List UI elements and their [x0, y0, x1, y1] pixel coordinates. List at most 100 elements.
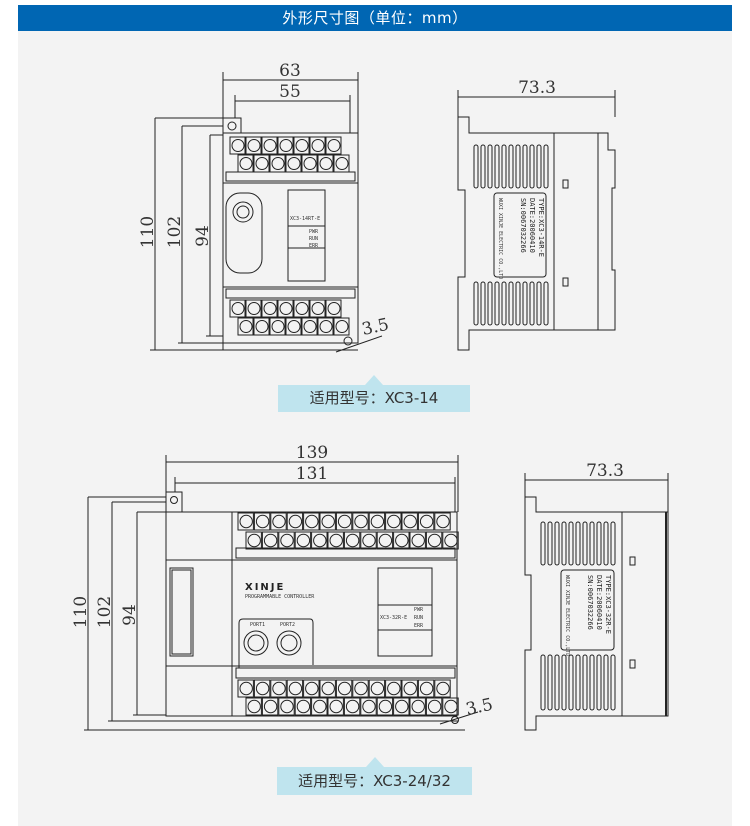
vent-slot: [473, 144, 479, 189]
terminal-cell: [309, 136, 326, 155]
terminal-cell: [303, 679, 320, 698]
terminal-screw-icon: [279, 139, 293, 152]
vent-slot: [603, 654, 609, 711]
vent-slot: [610, 521, 616, 566]
terminal-cell: [409, 697, 426, 716]
terminal-screw-icon: [279, 302, 293, 315]
terminal-cell: [368, 679, 386, 698]
terminal-screw-icon: [427, 533, 442, 548]
terminal-cell: [253, 512, 271, 531]
terminal-screw-icon: [287, 157, 301, 170]
terminal-cell: [385, 512, 402, 531]
terminal-screw-icon: [263, 139, 277, 152]
led-err: ERR: [309, 243, 319, 249]
terminal-cell: [327, 697, 344, 716]
vent-slot: [487, 281, 493, 326]
terminal-cell: [352, 512, 369, 531]
vent-slot: [554, 521, 560, 566]
terminal-cell: [303, 512, 320, 531]
terminal-screw-icon: [337, 514, 352, 529]
led-run: RUN: [309, 236, 318, 242]
terminal-cell: [237, 512, 254, 531]
terminal-cell: [294, 697, 312, 716]
terminal-screw-icon: [239, 320, 253, 333]
led-pwr: PWR: [309, 229, 319, 235]
terminal-screw-icon: [370, 514, 385, 529]
terminal-cell: [277, 136, 294, 155]
vent-slot: [554, 654, 560, 711]
dim-hole: 3.5: [464, 695, 495, 720]
terminal-screw-icon: [255, 157, 269, 170]
terminal-screw-icon: [271, 157, 285, 170]
vent-slot: [589, 521, 595, 566]
terminal-cell: [335, 512, 353, 531]
dim-width-mount: 55: [279, 82, 301, 102]
terminal-cell: [237, 317, 254, 336]
terminal-screw-icon: [362, 699, 376, 714]
terminal-cell: [442, 531, 459, 550]
front-view-xc3-24-32: 139 131 110 102 94 XINJE PROGRAMMABLE CO…: [71, 443, 495, 731]
terminal-screw-icon: [272, 681, 286, 696]
terminal-screw-icon: [427, 699, 442, 714]
terminal-cell: [417, 512, 435, 531]
dim-depth: 73.3: [518, 78, 556, 98]
terminal-label-strip: [235, 547, 456, 559]
terminal-screw-icon: [337, 681, 352, 696]
terminal-screw-icon: [387, 514, 401, 529]
port1-label: PORT1: [250, 622, 265, 628]
terminal-cell: [229, 136, 246, 155]
terminal-screw-icon: [296, 533, 311, 548]
terminal-screw-icon: [411, 533, 425, 548]
model-label: XC3-14RT-E: [290, 216, 320, 222]
terminal-screw-icon: [345, 533, 360, 548]
terminal-cell: [343, 531, 361, 550]
terminal-cell: [277, 299, 294, 318]
dim-width-mount: 131: [296, 464, 328, 484]
terminal-cell: [393, 531, 410, 550]
terminal-screw-icon: [395, 533, 409, 548]
terminal-label-strip: [225, 288, 356, 299]
side-label-date: DATE:20060410: [595, 575, 603, 630]
terminal-screw-icon: [247, 139, 261, 152]
dim-height-mount: 102: [95, 596, 115, 628]
terminal-screw-icon: [419, 681, 434, 696]
terminal-cell: [409, 531, 426, 550]
vent-slot: [494, 281, 500, 326]
vent-slot: [603, 521, 609, 566]
terminal-cell: [376, 531, 394, 550]
terminal-cell: [309, 299, 326, 318]
vent-slot: [522, 281, 528, 326]
vent-slot: [473, 281, 479, 326]
terminal-cell: [301, 317, 318, 336]
dim-height-outer: 110: [71, 596, 91, 628]
dim-depth: 73.3: [586, 461, 624, 481]
terminal-cell: [237, 679, 254, 698]
terminal-screw-icon: [231, 302, 245, 315]
terminal-screw-icon: [296, 699, 311, 714]
terminal-cell: [261, 697, 279, 716]
terminal-screw-icon: [247, 533, 261, 548]
vent-slot: [480, 144, 486, 189]
terminal-cell: [253, 317, 270, 336]
terminal-screw-icon: [288, 681, 303, 696]
dim-height-outer: 110: [138, 216, 158, 248]
terminal-screw-icon: [311, 302, 325, 315]
led-pwr: PWR: [414, 607, 424, 613]
vent-slot: [589, 654, 595, 711]
terminal-screw-icon: [305, 514, 319, 529]
vent-slot: [568, 654, 574, 711]
terminal-screw-icon: [231, 139, 245, 152]
terminal-screw-icon: [255, 681, 270, 696]
terminal-cell: [368, 512, 386, 531]
vent-slot: [547, 654, 553, 711]
terminal-cell: [360, 697, 377, 716]
terminal-screw-icon: [247, 302, 261, 315]
vent-slot: [540, 521, 546, 566]
terminal-cell: [319, 512, 336, 531]
terminal-cell: [425, 531, 443, 550]
terminal-screw-icon: [411, 699, 425, 714]
side-label-sn: SN:0067032266: [519, 198, 527, 253]
terminal-screw-icon: [305, 681, 319, 696]
terminal-cell: [253, 679, 271, 698]
front-view-xc3-14: 63 55 110 102 94 XC3-14RT-E PWR RUN ERR …: [138, 61, 391, 353]
